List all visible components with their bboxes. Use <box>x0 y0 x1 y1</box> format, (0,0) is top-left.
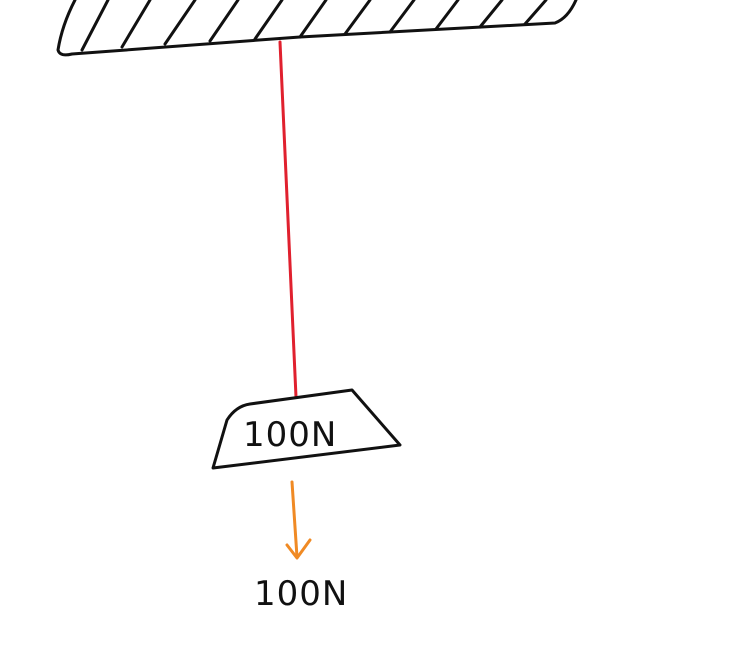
force-arrow-shaft <box>290 480 299 559</box>
weight-label: 100N <box>243 415 337 455</box>
force-arrow-head <box>285 538 312 560</box>
ceiling-support <box>56 0 578 57</box>
ceiling-outline <box>56 0 578 57</box>
ceiling-hatching <box>80 0 548 52</box>
rope <box>278 40 298 399</box>
force-label: 100N <box>254 574 348 614</box>
force-arrow <box>285 480 312 560</box>
weight-block <box>211 388 402 470</box>
